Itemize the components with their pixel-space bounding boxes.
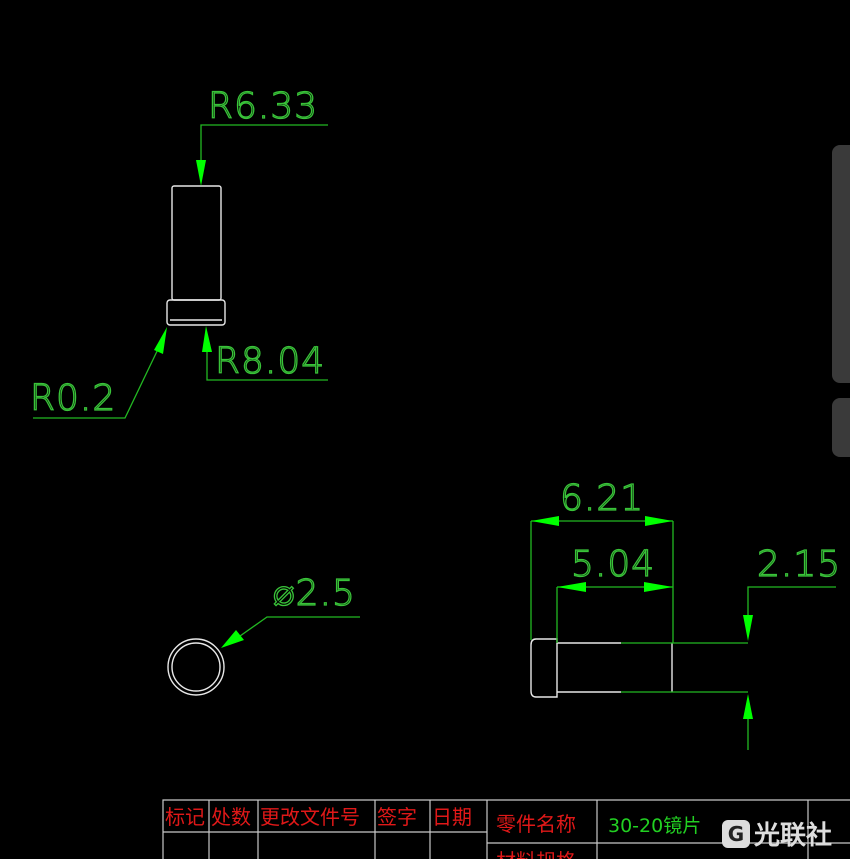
dim-r804: R8.04 (202, 326, 328, 383)
logo-icon: G (722, 819, 750, 848)
svg-text:2.15: 2.15 (757, 544, 841, 585)
pin-side-view (530, 638, 748, 698)
dim-body-length: 5.04 (556, 543, 673, 643)
part-name-value: 30-20镜片 (608, 815, 701, 837)
svg-text:R0.2: R0.2 (30, 378, 116, 419)
side-panel-tab[interactable] (832, 145, 850, 383)
header-count: 处数 (211, 805, 251, 829)
dim-r633: R6.33 (196, 85, 328, 186)
material-label: 材料规格 (496, 849, 576, 859)
header-sign: 签字 (377, 805, 417, 829)
pin-end-view (167, 638, 225, 696)
header-date: 日期 (432, 805, 472, 829)
header-mark: 标记 (165, 805, 205, 829)
svg-text:6.21: 6.21 (560, 478, 644, 519)
side-panel-tab-2[interactable] (832, 398, 850, 457)
dim-r02: R0.2 (29, 327, 167, 420)
pin-front-view (166, 185, 226, 326)
dim-body-height: 2.15 (743, 543, 841, 750)
dim-overall-length: 6.21 (530, 477, 674, 643)
watermark-logo: G 光联社 (722, 815, 832, 852)
svg-text:R8.04: R8.04 (215, 341, 325, 382)
header-change-doc: 更改文件号 (260, 805, 360, 829)
dim-diameter: ⌀2.5 (221, 572, 360, 648)
svg-text:⌀2.5: ⌀2.5 (273, 573, 356, 614)
title-block: 标记 处数 更改文件号 签字 日期 零件名称 30-20镜片 材料规格 (162, 799, 850, 859)
svg-text:5.04: 5.04 (571, 544, 655, 585)
part-name-label: 零件名称 (496, 812, 576, 836)
svg-text:R6.33: R6.33 (208, 86, 318, 127)
